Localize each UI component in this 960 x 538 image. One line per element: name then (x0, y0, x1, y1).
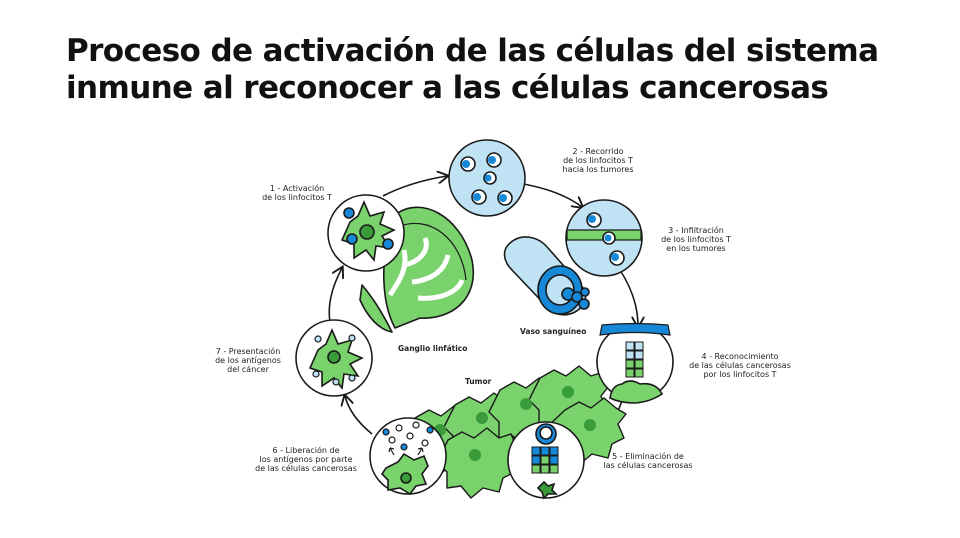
step-7-circle (295, 319, 373, 397)
page-title: Proceso de activación de las células del… (66, 33, 926, 107)
step-4-circle (596, 322, 674, 404)
lymph-node (359, 206, 475, 333)
lymph-node-label: Ganglio linfático (398, 344, 468, 353)
step-5-circle (507, 421, 585, 500)
tumor-label: Tumor (465, 377, 492, 386)
title-line-1: Proceso de activación de las células del… (66, 33, 879, 69)
arrow-6-to-7 (345, 396, 373, 435)
step-2-circle (448, 139, 526, 217)
title-line-2: inmune al reconocer a las células cancer… (66, 70, 829, 106)
blood-vessel (503, 236, 590, 316)
step-1-circle (327, 194, 405, 272)
arrow-1-to-2 (382, 176, 447, 197)
arrow-7-to-1 (328, 268, 342, 323)
blood-vessel-label: Vaso sanguíneo (520, 327, 587, 336)
step-3-circle (565, 199, 643, 277)
step-6-circle (369, 417, 447, 496)
arrow-3-to-4 (619, 269, 638, 326)
arrow-2-to-3 (517, 182, 582, 207)
